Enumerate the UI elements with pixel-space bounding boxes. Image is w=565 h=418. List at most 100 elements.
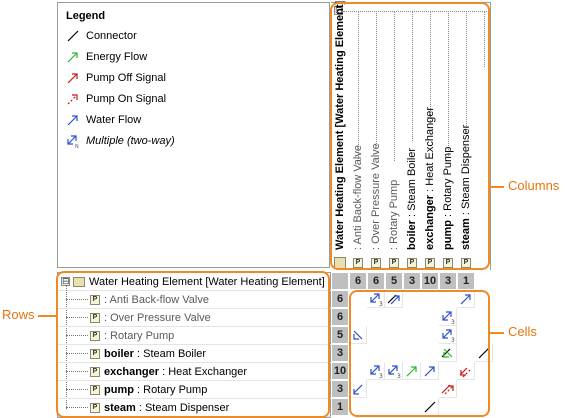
rows-panel: ⊟ Water Heating Element [Water Heating E… xyxy=(57,272,332,418)
column-guide xyxy=(394,11,395,161)
row-count: 6 xyxy=(331,290,349,308)
column-guide xyxy=(430,11,431,123)
port-icon: P xyxy=(90,384,100,395)
column-count: 1 xyxy=(457,272,475,290)
multiple-two-way-icon: 3 xyxy=(388,365,401,378)
cells-callout-box xyxy=(349,290,490,417)
legend-item-pump-off-signal: Pump Off Signal xyxy=(66,68,166,88)
rows-callout-label: Rows xyxy=(2,307,35,322)
column-guide xyxy=(466,11,467,134)
connector-icon xyxy=(67,30,79,42)
multiple-two-way-icon: N xyxy=(67,135,79,148)
matrix-cell[interactable]: 3 xyxy=(439,326,457,344)
port-icon: P xyxy=(90,294,100,305)
connector-icon xyxy=(478,347,490,359)
energy-flow-icon xyxy=(441,348,453,358)
water-flow-icon xyxy=(460,294,471,305)
column-header-panel: ⊟ Water Heating Element [Water Heating E… xyxy=(331,1,491,270)
column-count: 5 xyxy=(385,272,403,290)
port-icon: P xyxy=(353,258,363,268)
legend-item-water-flow: Water Flow xyxy=(66,110,141,130)
tree-branch xyxy=(66,335,88,336)
row-root[interactable]: ⊟ Water Heating Element [Water Heating E… xyxy=(58,273,332,291)
legend-item-connector: Connector xyxy=(66,26,137,46)
row-count: 10 xyxy=(331,362,349,380)
column-count: 6 xyxy=(349,272,367,290)
svg-text:3: 3 xyxy=(379,373,383,378)
port-icon: P xyxy=(90,330,100,341)
svg-text:N: N xyxy=(75,144,79,148)
legend-title: Legend xyxy=(66,10,106,22)
port-icon: P xyxy=(371,258,381,268)
legend-panel: Legend Connector Energy Flow Pump Off Si… xyxy=(57,2,330,268)
matrix-cell[interactable] xyxy=(439,344,457,362)
matrix-cell[interactable]: 3 xyxy=(367,290,385,308)
port-icon: P xyxy=(461,258,471,268)
columns-callout-box xyxy=(330,2,490,270)
row-anti-backflow-valve[interactable]: P : Anti Back-flow Valve xyxy=(58,291,332,309)
matrix-cell[interactable] xyxy=(349,380,367,398)
water-flow-icon xyxy=(353,384,363,395)
cells-callout-line xyxy=(490,332,504,334)
matrix-cell[interactable] xyxy=(475,344,493,362)
column-guide xyxy=(448,11,449,156)
port-icon: P xyxy=(90,312,100,323)
row-count: 6 xyxy=(331,308,349,326)
row-exchanger[interactable]: P exchanger : Heat Exchanger xyxy=(58,363,332,381)
column-tree-line xyxy=(343,11,489,12)
column-count: 3 xyxy=(403,272,421,290)
columns-callout-line xyxy=(490,186,504,188)
matrix-cell[interactable]: 3 xyxy=(385,362,403,380)
port-icon: P xyxy=(90,402,100,413)
legend-item-pump-on-signal: Pump On Signal xyxy=(66,89,166,109)
tree-branch xyxy=(66,317,88,318)
water-flow-icon xyxy=(387,294,400,305)
row-over-pressure-valve[interactable]: P : Over Pressure Valve xyxy=(58,309,332,327)
column-guide xyxy=(376,11,377,146)
cells-callout-label: Cells xyxy=(508,324,537,339)
column-count: 10 xyxy=(421,272,439,290)
matrix-cell[interactable] xyxy=(385,290,403,308)
count-corner xyxy=(331,272,349,290)
tree-branch xyxy=(66,299,88,300)
column-count: 3 xyxy=(439,272,457,290)
collapse-columns-icon[interactable]: ⊟ xyxy=(334,5,343,15)
pump-signal-icon xyxy=(441,384,454,395)
row-pump[interactable]: P pump : Rotary Pump xyxy=(58,381,332,399)
matrix-cell[interactable] xyxy=(349,326,367,344)
column-count: 6 xyxy=(367,272,385,290)
matrix-cell[interactable] xyxy=(403,362,421,380)
port-icon: P xyxy=(407,258,417,268)
column-guide xyxy=(358,11,359,161)
svg-text:3: 3 xyxy=(451,337,455,342)
tree-branch xyxy=(66,371,88,372)
column-guide xyxy=(412,11,413,141)
water-flow-icon xyxy=(67,115,78,126)
energy-flow-icon xyxy=(406,366,417,377)
svg-text:3: 3 xyxy=(379,301,383,306)
pump-signal-icon xyxy=(459,367,472,378)
rows-callout-line xyxy=(38,315,56,317)
legend-item-multiple: N Multiple (two-way) xyxy=(66,131,175,151)
matrix-cell[interactable] xyxy=(439,380,457,398)
row-boiler[interactable]: P boiler : Steam Boiler xyxy=(58,345,332,363)
collapse-rows-icon[interactable]: ⊟ xyxy=(61,276,70,286)
matrix-cell[interactable]: 3 xyxy=(439,308,457,326)
water-flow-icon xyxy=(424,366,435,377)
row-count: 1 xyxy=(331,398,349,416)
row-rotary-pump[interactable]: P : Rotary Pump xyxy=(58,327,332,345)
legend-item-energy-flow: Energy Flow xyxy=(66,47,147,67)
row-count: 3 xyxy=(331,380,349,398)
matrix-cell[interactable] xyxy=(421,362,439,380)
port-icon: P xyxy=(90,348,100,359)
water-flow-icon xyxy=(353,330,363,340)
connector-icon xyxy=(424,401,436,413)
multiple-two-way-icon: 3 xyxy=(442,311,455,324)
svg-text:3: 3 xyxy=(451,319,455,324)
matrix-cell[interactable] xyxy=(457,362,475,380)
port-icon: P xyxy=(443,258,453,268)
tree-branch xyxy=(66,353,88,354)
matrix-cell[interactable]: 3 xyxy=(367,362,385,380)
matrix-cell[interactable] xyxy=(457,290,475,308)
columns-callout-label: Columns xyxy=(508,178,560,193)
